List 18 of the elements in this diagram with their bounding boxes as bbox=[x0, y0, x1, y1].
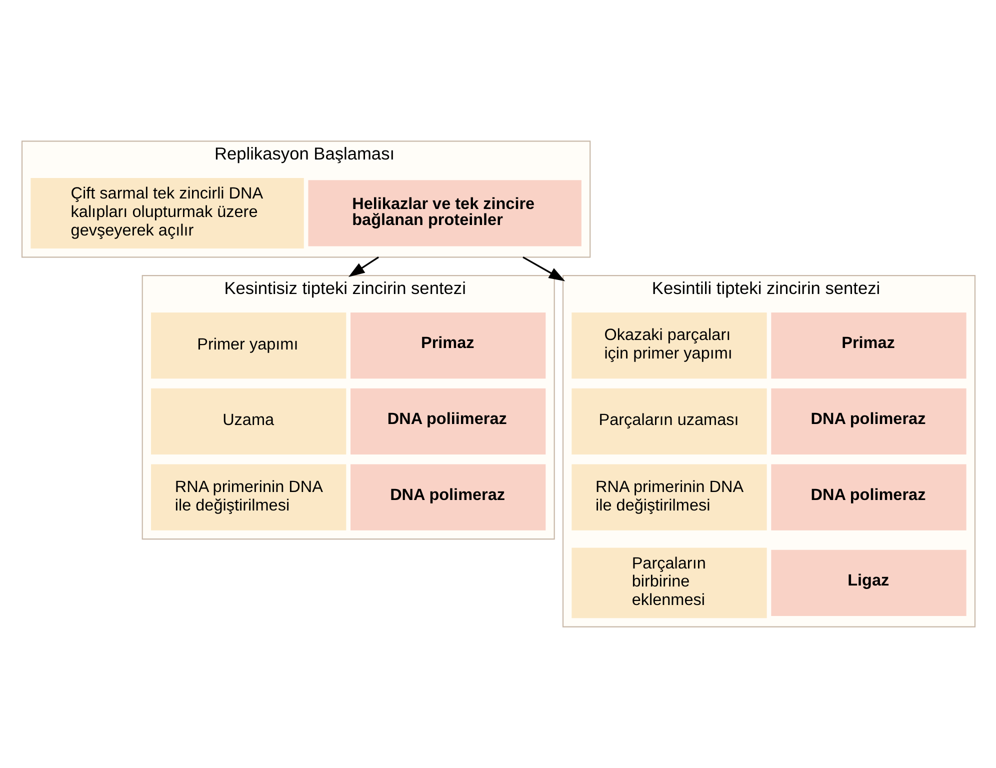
node-box: Uzama bbox=[150, 388, 346, 454]
node-box: RNA primerinin DNA ile değiştirilmesi bbox=[150, 464, 346, 530]
node-box: Primaz bbox=[770, 312, 966, 379]
arrow bbox=[522, 256, 565, 282]
node-box: DNA polimeraz bbox=[350, 464, 546, 530]
node-box: Çift sarmal tek zincirli DNA kalıpları olupturmak üzere gevşeyerek açılır bbox=[30, 178, 304, 248]
node-box: Primaz bbox=[350, 312, 546, 379]
node-box: Okazaki parçaları için primer yapımı bbox=[571, 312, 766, 379]
node-box: Ligaz bbox=[770, 550, 966, 616]
node-box: DNA polimeraz bbox=[770, 388, 966, 454]
node-box: DNA polimeraz bbox=[770, 464, 966, 530]
node-box: Parçaların birbirine eklenmesi bbox=[571, 548, 766, 618]
node-box: RNA primerinin DNA ile değiştirilmesi bbox=[571, 464, 766, 530]
node-box: Helikazlar ve tek zincire bağlanan proteinler bbox=[308, 180, 581, 246]
arrow bbox=[348, 256, 378, 277]
node-box: Parçaların uzaması bbox=[571, 388, 766, 454]
node-box: DNA poliimeraz bbox=[350, 388, 546, 454]
node-box: Primer yapımı bbox=[150, 312, 346, 379]
